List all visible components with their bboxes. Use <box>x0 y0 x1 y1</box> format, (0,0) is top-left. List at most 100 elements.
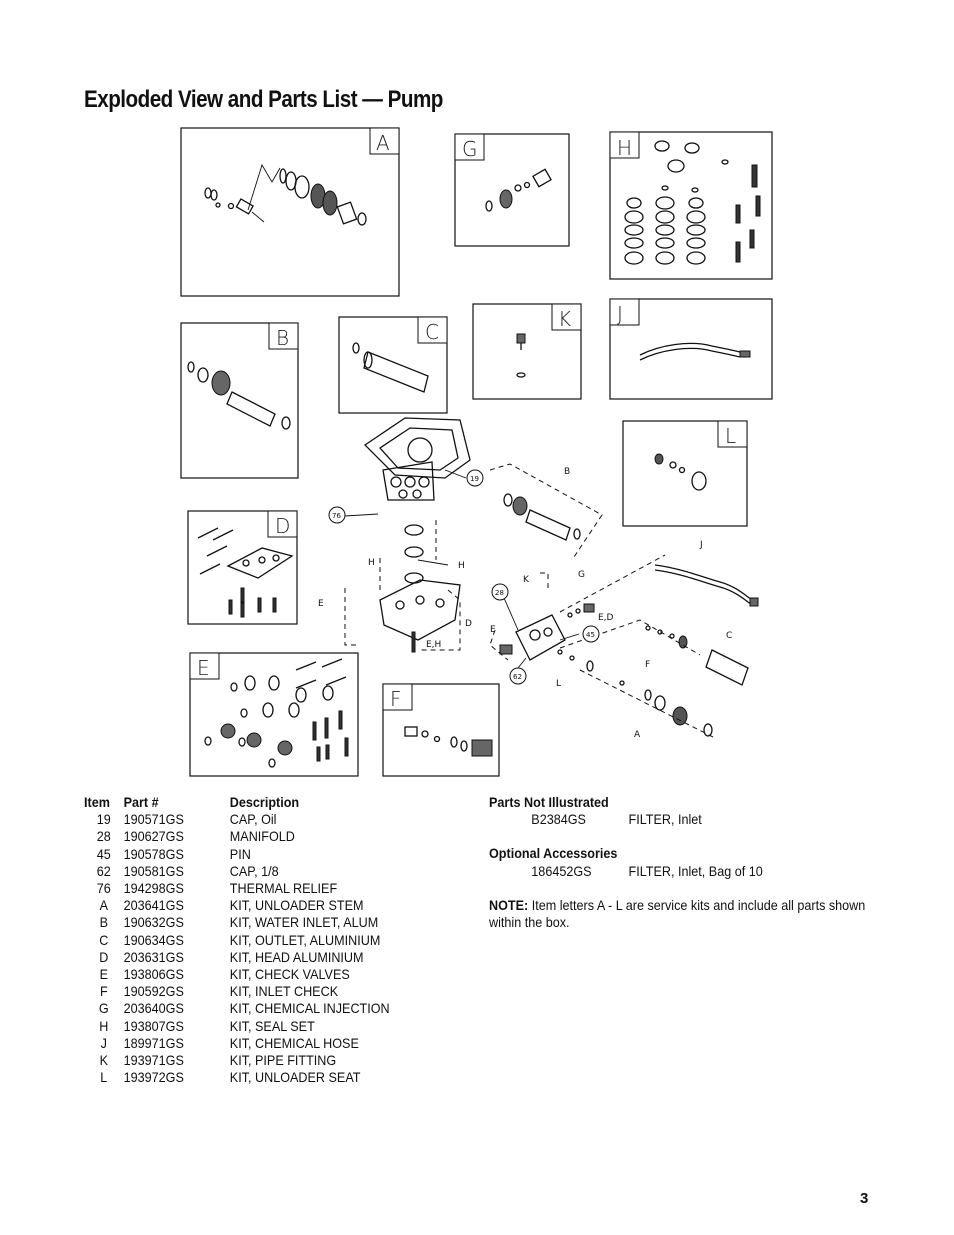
cell-part: 203641GS <box>123 897 184 914</box>
cell-item: F <box>99 983 108 1000</box>
leader-label: K <box>523 575 530 585</box>
side-notes: Parts Not Illustrated B2384GS FILTER, Inl… <box>489 794 867 931</box>
cell-item: 45 <box>96 845 111 862</box>
cell-description: KIT, CHEMICAL HOSE <box>229 1034 359 1051</box>
kit-box-d: D <box>187 510 298 625</box>
kit-box-b: B <box>180 322 299 479</box>
svg-text:76: 76 <box>332 512 341 520</box>
kit-letter: D <box>275 514 290 538</box>
parts-not-illustrated-row: B2384GS FILTER, Inlet <box>489 811 867 828</box>
cell-description: PIN <box>229 845 251 862</box>
cell-part: 193807GS <box>123 1017 184 1034</box>
kit-box-c: C <box>338 316 448 414</box>
cell-item: C <box>99 931 109 948</box>
svg-text:19: 19 <box>470 475 479 483</box>
svg-text:45: 45 <box>586 631 595 639</box>
leader-label: D <box>465 619 472 629</box>
header-part: Part # <box>123 794 159 810</box>
cell-description: THERMAL RELIEF <box>229 880 338 897</box>
part-description: FILTER, Inlet, Bag of 10 <box>628 862 763 879</box>
optional-accessories-heading: Optional Accessories <box>489 845 618 862</box>
leader-label: A <box>634 730 641 740</box>
kit-box-g: G <box>454 133 570 247</box>
cell-part: 203631GS <box>123 948 184 965</box>
part-description: FILTER, Inlet <box>628 811 702 828</box>
leader-label: J <box>699 540 703 550</box>
callout-19: 19 <box>466 469 484 487</box>
cell-description: KIT, HEAD ALUMINIUM <box>229 948 364 965</box>
cell-item: L <box>100 1069 108 1086</box>
cell-description: KIT, SEAL SET <box>229 1017 315 1034</box>
kit-box-j: J <box>609 298 773 400</box>
callout-28: 28 <box>491 583 509 601</box>
svg-text:28: 28 <box>495 589 504 597</box>
cell-description: KIT, WATER INLET, ALUM <box>229 914 379 931</box>
page-title: Exploded View and Parts List — Pump <box>84 86 443 113</box>
cell-item: 76 <box>96 880 111 897</box>
cell-item: J <box>100 1034 107 1051</box>
cell-item: B <box>99 914 109 931</box>
cell-description: KIT, OUTLET, ALUMINIUM <box>229 931 381 948</box>
kit-box-l: L <box>622 420 748 527</box>
cell-description: KIT, CHEMICAL INJECTION <box>229 1000 390 1017</box>
leader-label: E,D <box>598 613 614 623</box>
page-number: 3 <box>860 1190 869 1207</box>
cell-item: E <box>99 966 109 983</box>
cell-part: 193806GS <box>123 966 184 983</box>
exploded-view-diagram: A G H <box>180 127 773 777</box>
kit-letter: K <box>558 307 571 331</box>
pump-manifold <box>499 614 566 661</box>
cell-description: MANIFOLD <box>229 828 295 845</box>
kit-letter: L <box>725 424 736 448</box>
kit-letter: H <box>617 136 632 160</box>
kit-letter: E <box>197 656 210 680</box>
cell-part: 190581GS <box>123 862 184 879</box>
leader-label: G <box>578 570 585 580</box>
table-row: D 203631GS KIT, HEAD ALUMINIUM <box>84 949 390 966</box>
note-text: Item letters A - L are service kits and … <box>489 896 866 931</box>
kit-box-h: H <box>609 131 773 280</box>
table-row: E 193806GS KIT, CHECK VALVES <box>84 966 390 983</box>
kit-letter: G <box>462 137 478 161</box>
cell-part: 190592GS <box>123 983 184 1000</box>
cell-item: G <box>98 1000 109 1017</box>
cell-description: CAP, 1/8 <box>229 862 279 879</box>
leader-label: E,H <box>426 640 441 650</box>
callout-76: 76 <box>328 506 346 524</box>
cell-description: KIT, CHECK VALVES <box>229 966 350 983</box>
kit-letter: B <box>276 326 289 350</box>
parts-table-header: Item Part # Description <box>84 794 390 811</box>
callout-62: 62 <box>509 667 527 685</box>
kit-box-e: E <box>189 652 359 777</box>
part-number: B2384GS <box>531 811 586 828</box>
parts-not-illustrated-heading: Parts Not Illustrated <box>489 794 609 810</box>
kit-box-a: A <box>180 127 400 297</box>
kit-box-f: F <box>382 683 500 777</box>
callout-45: 45 <box>582 625 600 643</box>
cell-item: D <box>99 948 109 965</box>
leader-label: H <box>458 561 465 571</box>
cell-description: KIT, UNLOADER STEM <box>229 897 364 914</box>
leader-label: E <box>490 625 496 635</box>
cell-part: 190571GS <box>123 811 184 828</box>
header-item: Item <box>84 794 110 810</box>
kit-letter: A <box>376 131 390 155</box>
cell-description: KIT, UNLOADER SEAT <box>229 1069 361 1086</box>
note-label: NOTE: <box>489 896 529 913</box>
svg-text:62: 62 <box>513 673 522 681</box>
cell-item: H <box>99 1017 109 1034</box>
